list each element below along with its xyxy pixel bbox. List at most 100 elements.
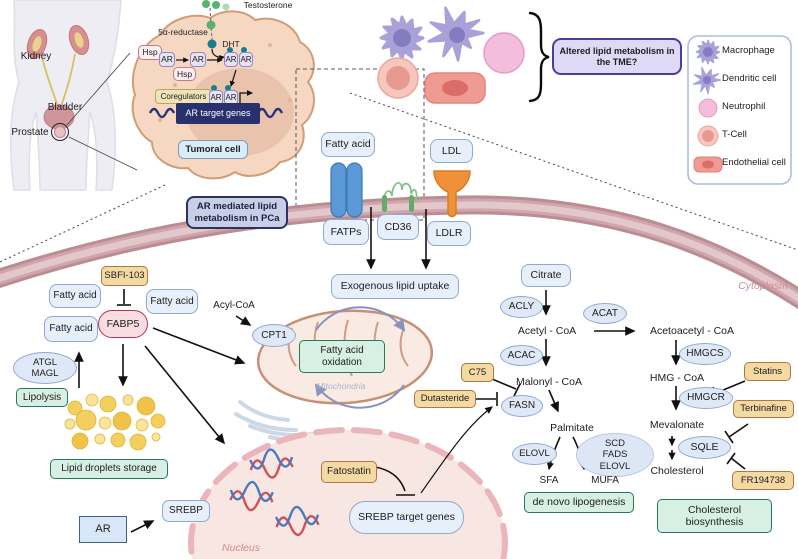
- tme-question-box: Altered lipid metabolism in the TME?: [552, 38, 682, 75]
- dutasteride-inhibitor-box: Dutasteride: [414, 390, 476, 408]
- ldlr-box: LDLR: [427, 221, 471, 246]
- ar-receptor: AR: [159, 52, 175, 67]
- ureter-left: [41, 56, 59, 108]
- legend-item-dendritic: Dendritic cell: [722, 73, 777, 85]
- sbfi103-inhibitor-box: SBFI-103: [101, 266, 148, 286]
- mufa-label: MUFA: [591, 475, 619, 487]
- ldl-box: LDL: [430, 139, 473, 163]
- kidney-label: Kidney: [20, 51, 52, 63]
- fatty-acid-box: Fatty acid: [44, 316, 98, 342]
- desaturases-oval: SCD FADS ELOVL: [576, 433, 654, 477]
- ar-target-genes-box: AR target genes: [176, 103, 260, 124]
- terbinafine-inhibitor-box: Terbinafine: [733, 400, 794, 418]
- srebp-box: SREBP: [162, 500, 210, 522]
- plasma-membrane: [0, 195, 798, 310]
- ureter-right: [60, 53, 76, 108]
- elovl2-label: ELOVL: [599, 460, 631, 472]
- mevalonate-label: Mevalonate: [649, 419, 705, 432]
- elovl-oval: ELOVL: [512, 443, 557, 465]
- androgen-signalling-artwork: [148, 0, 284, 119]
- ar-receptor: AR: [239, 52, 253, 67]
- ldlr-receptor-icon: [433, 170, 471, 218]
- coregulators-box: Coregulators: [155, 89, 212, 104]
- nucleus-label: Nucleus: [222, 542, 260, 555]
- reductase-label: 5α-reductase: [158, 27, 208, 38]
- sqle-oval: SQLE: [678, 436, 731, 459]
- scd-label: SCD: [604, 438, 626, 450]
- lipid-droplets-storage-box: Lipid droplets storage: [50, 459, 168, 479]
- cholesterol-label: Cholesterol: [650, 465, 704, 478]
- atgl-magl-oval: ATGL MAGL: [13, 352, 77, 384]
- fatty-acid-box: Fatty acid: [321, 132, 375, 157]
- legend-item-endothelial: Endothelial cell: [722, 157, 786, 169]
- fasn-oval: FASN: [501, 395, 543, 417]
- ar-lipid-banner: AR mediated lipid metabolism in PCa: [186, 196, 288, 229]
- srebp-target-genes-box: SREBP target genes: [349, 501, 464, 534]
- hmg-coa-label: HMG - CoA: [649, 372, 705, 385]
- legend-item-neutrophil: Neutrophil: [722, 101, 766, 113]
- cd36-box: CD36: [377, 214, 419, 240]
- bladder-label: Bladder: [47, 101, 83, 113]
- hmgcs-oval: HMGCS: [679, 343, 731, 365]
- testosterone-label: Testosterone: [243, 0, 293, 11]
- oxidation-cycle-arrow: [315, 306, 406, 332]
- prostate-label: Prostate: [11, 126, 49, 138]
- fr194738-inhibitor-box: FR194738: [732, 471, 794, 490]
- magl-label: MAGL: [31, 368, 59, 379]
- lipolysis-box: Lipolysis: [16, 388, 68, 407]
- legend-neutrophil-icon: [698, 98, 718, 118]
- endothelial-cell-icon: [424, 72, 486, 104]
- statins-inhibitor-box: Statins: [744, 362, 791, 381]
- transcription-arrow: [239, 90, 254, 104]
- acac-oval: ACAC: [500, 345, 543, 366]
- nucleus-icon: [188, 427, 508, 559]
- citrate-box: Citrate: [521, 264, 571, 287]
- fads-label: FADS: [602, 449, 628, 461]
- prostate-icon: [54, 126, 66, 138]
- bracket: [528, 11, 550, 103]
- acly-oval: ACLY: [500, 296, 543, 318]
- malonyl-coa-label: Malonyl - CoA: [516, 376, 582, 389]
- cpt1-oval: CPT1: [252, 324, 296, 347]
- cd36-receptor-icon: [382, 182, 418, 212]
- acetoacetyl-coa-label: Acetoacetyl - CoA: [649, 325, 735, 338]
- fatty-acid-box: Fatty acid: [146, 289, 198, 314]
- legend-item-macrophage: Macrophage: [722, 45, 775, 57]
- fatp-transporter-icon: [330, 162, 363, 218]
- palmitate-label: Palmitate: [550, 422, 594, 435]
- neutrophil-icon: [483, 32, 525, 74]
- body-silhouette-illustration: [10, 0, 138, 191]
- cytoplasm-label: Cytoplasm: [738, 280, 788, 293]
- tumoral-cell-label: Tumoral cell: [178, 140, 248, 159]
- ar-receptor: AR: [190, 52, 206, 67]
- acetyl-coa-label: Acetyl - CoA: [517, 325, 577, 338]
- de-novo-lipogenesis-box: de novo lipogenesis: [524, 492, 634, 513]
- c75-inhibitor-box: C75: [461, 363, 494, 382]
- dendritic-cell-icon: [427, 6, 485, 62]
- hsp-chaperone: Hsp: [173, 67, 196, 81]
- ar-receptor: AR: [224, 52, 238, 67]
- fabp5-box: FABP5: [98, 310, 148, 338]
- t-cell-icon: [377, 57, 419, 99]
- pathway-arrows: [74, 207, 749, 533]
- ar-box: AR: [79, 516, 127, 543]
- acyl-coa-label: Acyl-CoA: [213, 300, 255, 312]
- exogenous-lipid-uptake-box: Exogenous lipid uptake: [331, 274, 459, 299]
- atgl-label: ATGL: [32, 356, 58, 368]
- dht-dot: [207, 39, 217, 49]
- legend-item-tcell: T-Cell: [722, 129, 747, 141]
- macrophage-icon: [379, 15, 425, 61]
- cholesterol-biosynthesis-box: Cholesterol biosynthesis: [657, 499, 772, 533]
- lipid-droplets-icon: [64, 393, 166, 451]
- legend-panel: [687, 35, 792, 185]
- dht-label: DHT: [222, 39, 240, 50]
- fatostatin-inhibitor-box: Fatostatin: [321, 461, 377, 483]
- kidney-icon: [26, 24, 90, 60]
- testosterone-dot: [206, 20, 216, 30]
- fatty-acid-oxidation-box: Fatty acid oxidation: [299, 340, 385, 373]
- hmgcr-oval: HMGCR: [679, 387, 733, 409]
- sfa-label: SFA: [539, 475, 559, 487]
- mitochondria-label: Mitochondria: [316, 381, 366, 392]
- fatps-box: FATPs: [323, 219, 369, 245]
